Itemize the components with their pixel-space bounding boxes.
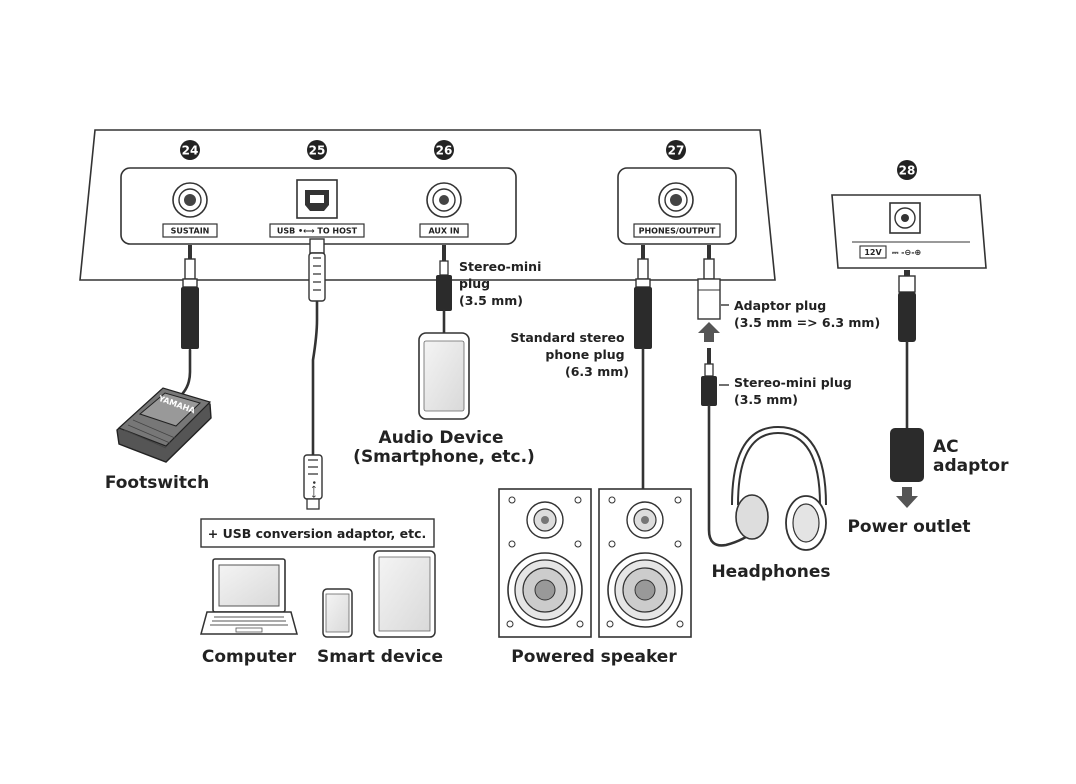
ac-adaptor-brick[interactable] (890, 428, 924, 482)
footswitch-plug (181, 245, 199, 349)
adaptor-plug (697, 245, 721, 320)
standard-stereo-phone-plug (634, 245, 652, 349)
svg-text:•⟷: •⟷ (308, 480, 318, 498)
usb-to-host-port[interactable] (296, 179, 338, 219)
headphone-stereo-mini-plug (701, 348, 717, 406)
port-label-aux-in: AUX IN (419, 223, 469, 238)
svg-text:26: 26 (436, 144, 453, 158)
audio-device-label: Audio Device (Smartphone, etc.) (353, 428, 535, 467)
dc-plug (898, 270, 916, 342)
usb-b-plug (308, 238, 326, 302)
polarity-symbol: ⎓ -⊖-⊕ (892, 248, 921, 257)
aux-stereo-mini-plug (436, 245, 452, 311)
smart-device-label: Smart device (317, 647, 443, 667)
svg-text:27: 27 (668, 144, 685, 158)
audio-device-smartphone[interactable] (418, 332, 470, 420)
svg-text:AUX IN: AUX IN (428, 227, 459, 236)
headphone-plug-label: Stereo-mini plug (3.5 mm) (734, 375, 856, 407)
adaptor-plug-label: Adaptor plug (3.5 mm => 6.3 mm) (734, 298, 880, 330)
headphones-label: Headphones (711, 562, 830, 582)
tablet-device[interactable] (373, 550, 436, 638)
port-number-24: 24 (180, 140, 200, 160)
aux-plug-label: Stereo-mini plug (3.5 mm) (459, 259, 546, 308)
port-number-28: 28 (897, 160, 917, 180)
dc-in-jack[interactable] (889, 202, 921, 234)
port-label-phones-output: PHONES/OUTPUT (633, 223, 721, 238)
svg-text:28: 28 (899, 164, 916, 178)
svg-text:24: 24 (182, 144, 199, 158)
svg-text:PHONES/OUTPUT: PHONES/OUTPUT (639, 227, 716, 236)
computer-label: Computer (202, 647, 297, 667)
insert-arrow-up (698, 322, 720, 342)
svg-text:SUSTAIN: SUSTAIN (171, 227, 210, 236)
svg-text:12V: 12V (864, 248, 882, 257)
usb-a-plug: •⟷ (303, 454, 323, 510)
port-label-usb: USB •⟷ TO HOST (269, 223, 365, 238)
svg-text:USB •⟷ TO HOST: USB •⟷ TO HOST (277, 227, 358, 236)
laptop-computer[interactable] (200, 558, 298, 635)
port-label-12v: 12V ⎓ -⊖-⊕ (859, 245, 921, 259)
port-number-27: 27 (666, 140, 686, 160)
usb-adaptor-box (200, 518, 435, 548)
powered-speaker-label: Powered speaker (511, 647, 677, 667)
usb-adaptor-label: + USB conversion adaptor, etc. (208, 526, 426, 541)
svg-text:25: 25 (309, 144, 326, 158)
aux-in-jack[interactable] (426, 182, 462, 218)
power-arrow-down (896, 487, 918, 508)
footswitch-pedal[interactable]: YAMAHA (116, 387, 212, 463)
power-outlet-label: Power outlet (847, 517, 970, 537)
headphones[interactable] (731, 425, 827, 551)
port-number-26: 26 (434, 140, 454, 160)
smart-phone[interactable] (322, 588, 353, 638)
standard-plug-label: Standard stereo phone plug (6.3 mm) (510, 330, 629, 379)
ac-adaptor-label: AC adaptor (933, 437, 1009, 476)
usb-cable (311, 300, 319, 457)
footswitch-label: Footswitch (105, 473, 209, 493)
sustain-jack[interactable] (172, 182, 208, 218)
port-number-25: 25 (307, 140, 327, 160)
port-label-sustain: SUSTAIN (162, 223, 218, 238)
phones-output-jack[interactable] (658, 182, 694, 218)
powered-speaker-right[interactable] (598, 488, 692, 638)
powered-speaker-left[interactable] (498, 488, 592, 638)
